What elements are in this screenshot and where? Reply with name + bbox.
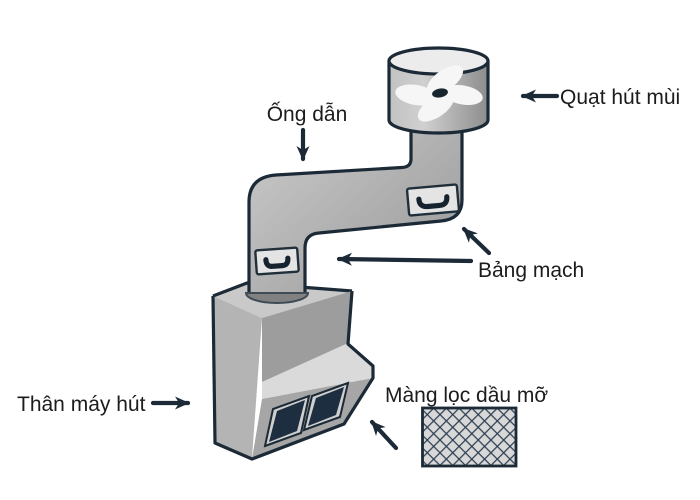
panel-plate: [405, 183, 461, 217]
arrow-to-grease-filter: [369, 419, 399, 451]
hood-silhouette-outline: [211, 290, 375, 461]
arrow-to-circuit-board-upper: [461, 226, 492, 256]
grease-filter-window-right: [302, 381, 350, 432]
control-panel-lower: [254, 246, 300, 276]
handle-icon: [263, 255, 291, 269]
label-fan: Quạt hút mùi: [560, 86, 680, 109]
hood-body-illustration-front: [211, 290, 375, 461]
hood-top-outline: [212, 281, 353, 298]
fan-unit-illustration: [387, 46, 490, 135]
panel-plate: [254, 246, 300, 276]
handle-icon: [416, 194, 450, 210]
duct-illustration: [244, 110, 464, 304]
grease-filter-window-left: [263, 394, 311, 448]
label-duct: Ống dẫn: [267, 102, 348, 126]
grease-filter-mesh-illustration: [421, 406, 518, 468]
hood-left-face: [213, 296, 262, 458]
label-circuit-board: Bảng mạch: [478, 259, 584, 282]
control-panel-upper: [405, 183, 461, 217]
duct-base-shadow: [244, 292, 310, 304]
fan-blades-icon: [395, 65, 483, 122]
arrow-to-circuit-board-lower: [336, 252, 474, 266]
crosshatch-pattern: [422, 408, 516, 466]
hood-front-face: [262, 291, 352, 382]
fan-hub: [432, 88, 448, 98]
fan-cylinder-top: [387, 46, 490, 76]
label-grease-filter: Màng lọc dầu mỡ: [385, 384, 548, 407]
label-hood-body: Thân máy hút: [17, 393, 146, 416]
hood-canopy-top: [262, 343, 373, 399]
